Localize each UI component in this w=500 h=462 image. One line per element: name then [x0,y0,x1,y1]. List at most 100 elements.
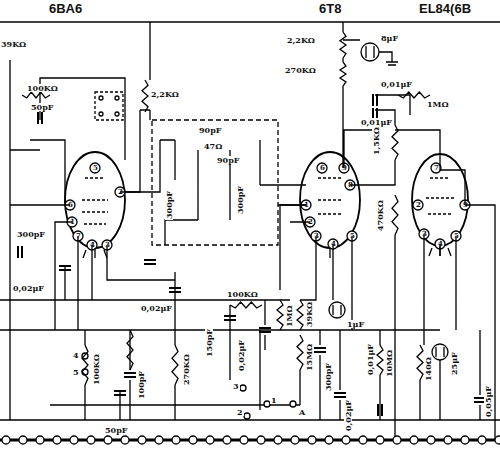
component-value: 100pF [137,370,145,400]
capacitor-symbol [38,112,42,124]
resistor-symbol [172,345,178,385]
component-value: 2,2KΩ [286,36,316,44]
component-value: 0,01μF [366,343,374,376]
bus-terminal [189,436,197,444]
bus-terminal [444,436,452,444]
component-value: 0,05μF [484,385,492,418]
component-value: 39KΩ [0,40,27,48]
resistor-symbol [340,32,346,58]
component-value: 1MΩ [426,100,450,108]
capacitor-symbol [334,393,346,397]
tube-type: 6T8 [318,2,342,15]
resistor-symbol [297,300,303,330]
component-value: 50pF [104,426,128,434]
bus-terminal [376,436,384,444]
pin-number: 9 [463,201,468,208]
resistor-symbol [392,195,398,235]
component-value: 25μF [450,351,458,376]
resistor-symbol [277,300,283,330]
pin-number: 1 [70,218,75,225]
component-value: 300pF [236,185,244,215]
bus-terminal [495,436,500,444]
bus-terminal [257,436,265,444]
capacitor-symbol [144,260,156,264]
component-value: 270KΩ [284,66,317,74]
component-value: 150pF [205,328,213,358]
component-value: 0,02μF [140,304,173,312]
pin-number: 4 [438,240,443,247]
component-value: 10MΩ [385,349,393,378]
component-value: 39KΩ [305,301,313,328]
component-value: 270KΩ [182,353,190,386]
pin-number: 5 [350,232,355,239]
bus-terminal [223,436,231,444]
pin-number: 2 [118,188,123,195]
bus-terminal [70,436,78,444]
bus-terminal [2,436,10,444]
resistor-symbol [297,335,303,370]
component-value: 100KΩ [26,84,59,92]
component-value: 2 [236,408,244,416]
bus-terminal [410,436,418,444]
capacitor-symbol [224,316,236,320]
component-value: 0,01μF [380,80,413,88]
pin-number: 5 [454,232,459,239]
component-value: 2,2KΩ [150,90,180,98]
component-value: 4 [72,351,80,359]
component-value: 47Ω [203,142,223,150]
resistor-symbol [417,345,423,380]
capacitor-symbol [259,328,271,332]
pin-number: 8 [348,181,353,188]
pin-number: 3 [422,230,427,237]
bus-terminal [155,436,163,444]
capacitor-symbol [169,288,181,292]
resistor-symbol [82,345,88,385]
component-value: 140Ω [424,356,432,382]
component-value: 3 [232,382,240,390]
resistor-symbol [392,125,398,160]
component-value: 1 [270,396,278,404]
bus-terminal [478,436,486,444]
bus-terminal [206,436,214,444]
bus-terminal [172,436,180,444]
capacitor-symbol [18,246,22,258]
capacitor-symbol [314,348,326,352]
resistor-symbol [127,330,133,370]
component-value: A [298,408,306,416]
pin-number: 4 [331,240,336,247]
pin-number: 9 [342,164,347,171]
component-value: 1MΩ [285,304,293,328]
resistor-symbol [377,345,383,375]
bus-terminal [342,436,350,444]
bus-terminal [393,436,401,444]
component-value: 8μF [380,34,399,42]
capacitor-symbol [114,391,126,395]
bus-terminal [104,436,112,444]
resistor-symbol [340,62,346,86]
pin-number: 4 [90,241,95,248]
capacitor-symbol [124,373,136,377]
component-value: 0,01μF [360,118,393,126]
bus-terminal [274,436,282,444]
pin-number: 3 [105,241,110,248]
bus-terminal [461,436,469,444]
resistor-symbol [22,92,50,98]
pin-number: 2 [308,218,313,225]
capacitor-symbol [373,94,377,106]
bus-terminal [19,436,27,444]
component-value: 90pF [216,156,240,164]
component-value: 470KΩ [376,199,384,232]
bus-terminal [121,436,129,444]
component-value: 5 [72,368,80,376]
bus-terminal [359,436,367,444]
bus-terminal [427,436,435,444]
resistor-symbol [230,302,262,308]
component-value: 0,02μF [344,399,352,432]
tube-type: EL84(6B [418,2,472,15]
capacitor-symbol [59,266,71,270]
tube-type: 6BA6 [48,2,83,15]
pin-number: 3 [314,232,319,239]
bus-terminal [308,436,316,444]
component-value: 1,5KΩ [372,126,380,156]
